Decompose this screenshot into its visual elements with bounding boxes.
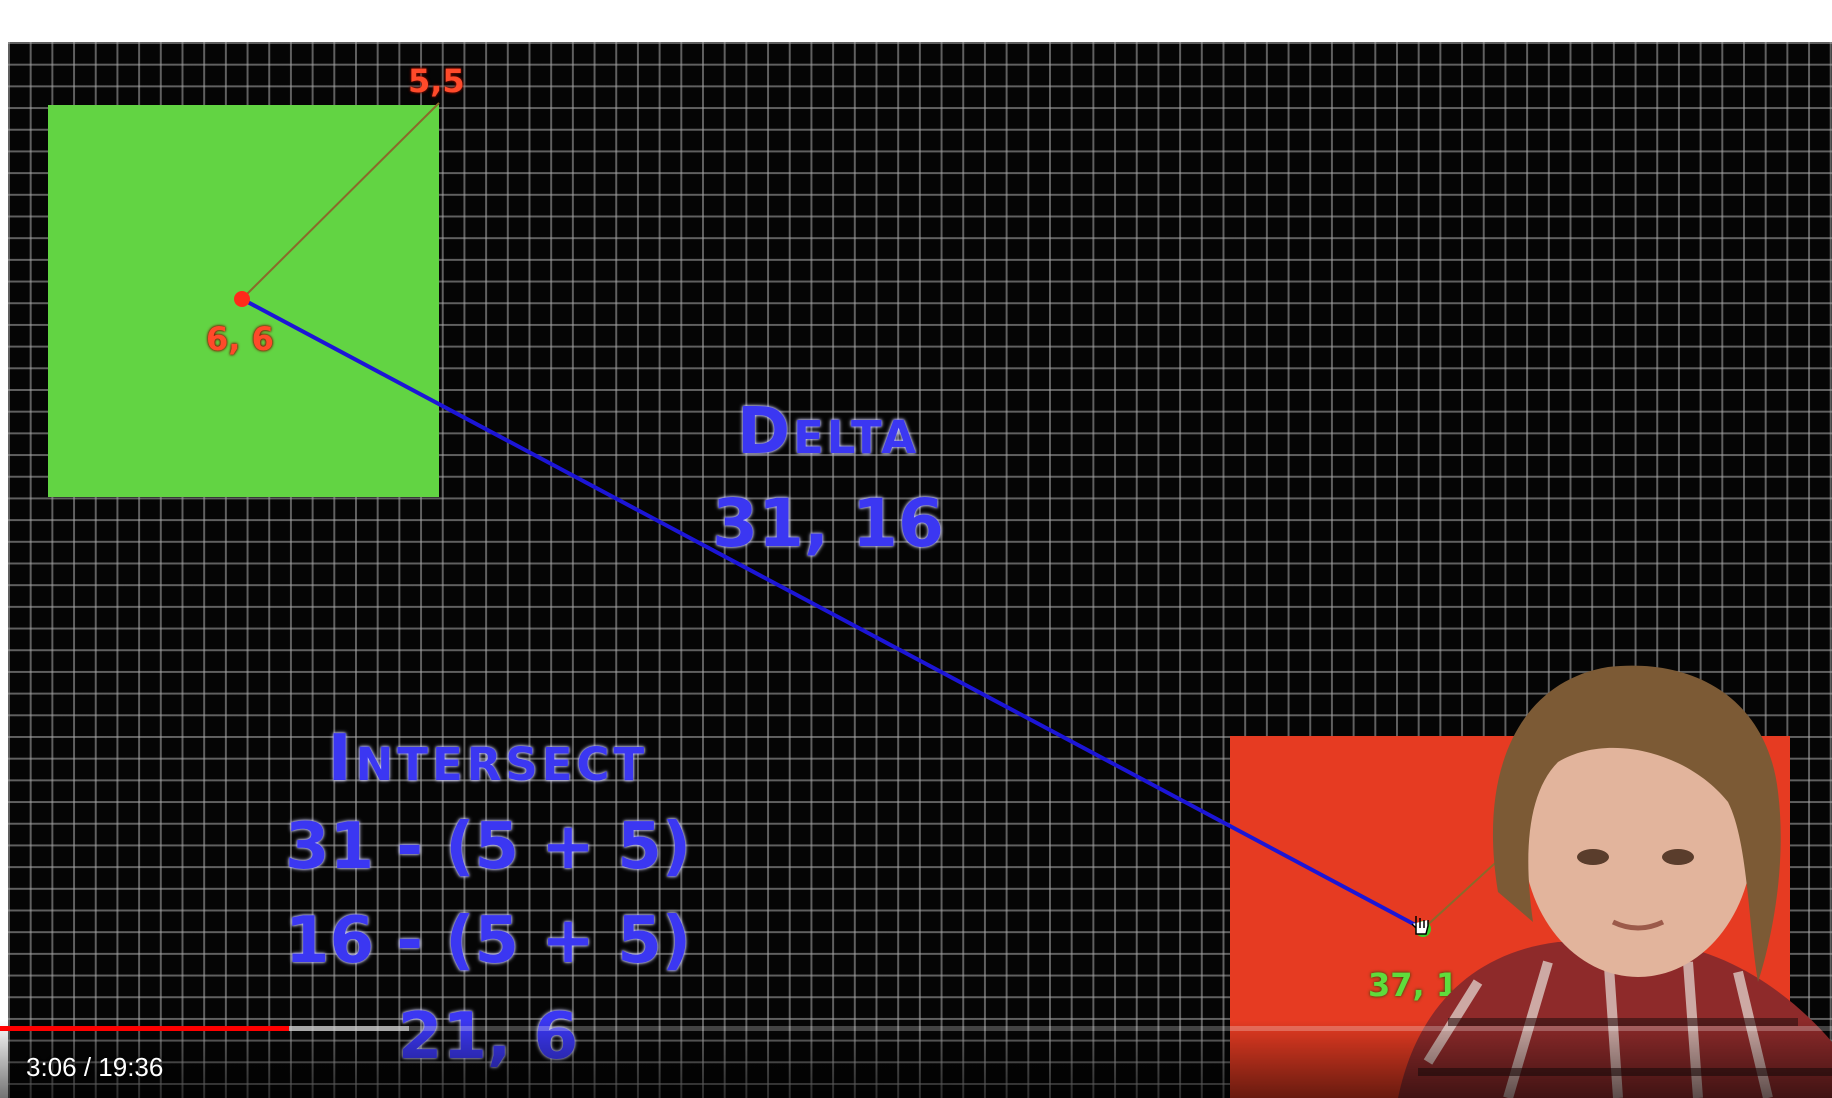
progress-played[interactable] <box>0 1026 290 1031</box>
delta-title: Delta <box>736 395 920 469</box>
progress-track[interactable] <box>0 1026 1832 1031</box>
video-frame[interactable]: 5,5 6, 6 5 37, 1 Delta 31, 16 Intersect … <box>8 42 1832 1098</box>
intersect-line-x: 31 - (5 + 5) <box>285 810 691 884</box>
time-display: 3:06 / 19:36 <box>26 1052 163 1083</box>
green-box-corner-label: 5,5 <box>408 62 465 100</box>
intersect-line-y: 16 - (5 + 5) <box>285 904 691 978</box>
delta-value: 31, 16 <box>712 485 944 562</box>
current-time: 3:06 <box>26 1052 77 1082</box>
intersect-title: Intersect <box>327 722 649 796</box>
green-half-extent-line <box>241 102 440 300</box>
geometry-overlay <box>234 102 1609 937</box>
hand-cursor-icon <box>1411 916 1429 935</box>
browser-top-bar <box>0 0 1832 42</box>
player-controls-gradient <box>0 1020 1832 1098</box>
time-separator: / <box>76 1052 99 1082</box>
green-box-center-label: 6, 6 <box>206 320 274 358</box>
green-center-dot <box>234 291 250 307</box>
page-left-margin <box>0 42 8 1098</box>
duration: 19:36 <box>98 1052 164 1082</box>
delta-connector-line <box>241 297 1424 931</box>
red-box-center-label: 37, 1 <box>1368 966 1459 1004</box>
